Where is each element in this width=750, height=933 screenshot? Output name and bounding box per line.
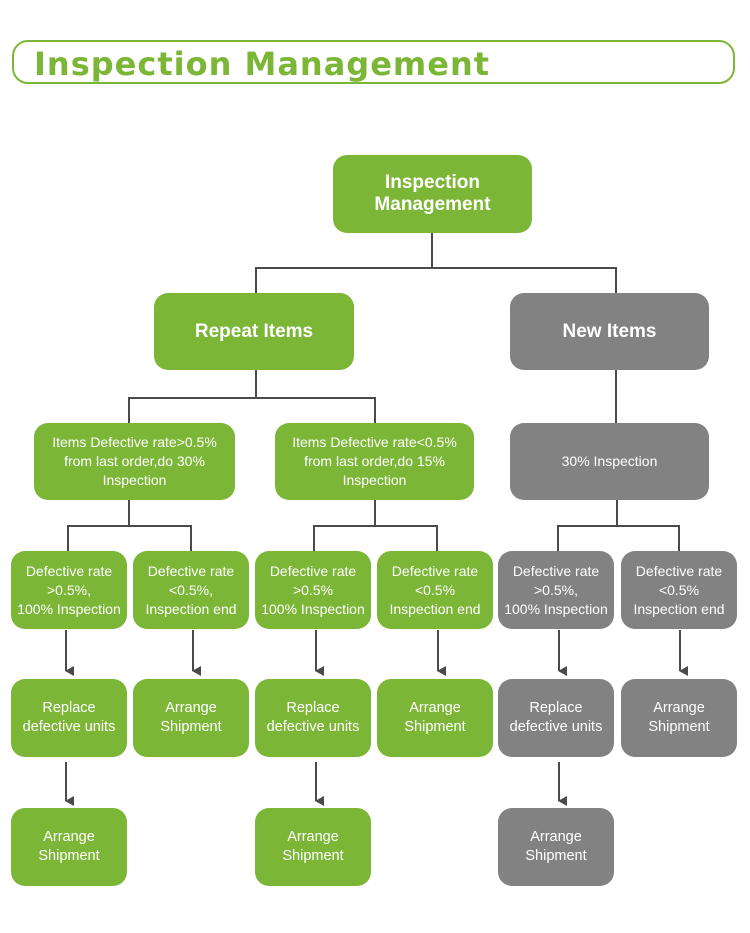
node-defective-below-15: Items Defective rate<0.5% from last orde… bbox=[275, 423, 474, 500]
connector-root-branches bbox=[255, 233, 617, 293]
node-label: Defective rate >0.5%, 100% Inspection bbox=[17, 562, 121, 617]
node-label: Items Defective rate<0.5% from last orde… bbox=[292, 434, 457, 488]
node-label: Replace defective units bbox=[266, 700, 360, 735]
node-label: Replace defective units bbox=[22, 700, 116, 735]
connector-repeat-children bbox=[128, 370, 376, 423]
node-arrange-shipment-1: Arrange Shipment bbox=[133, 679, 249, 757]
node-arrange-shipment-3: Arrange Shipment bbox=[621, 679, 737, 757]
node-label: Defective rate <0.5% Inspection end bbox=[633, 562, 725, 617]
node-outcome-new-low: Defective rate <0.5% Inspection end bbox=[621, 551, 737, 629]
connector-repeat-above-children bbox=[67, 500, 192, 551]
node-outcome-new-high: Defective rate >0.5%, 100% Inspection bbox=[498, 551, 614, 629]
node-label: Defective rate >0.5% 100% Inspection bbox=[261, 562, 365, 617]
node-label: Arrange Shipment bbox=[525, 829, 587, 864]
node-repeat-items: Repeat Items bbox=[154, 293, 354, 370]
node-replace-defective-3: Replace defective units bbox=[498, 679, 614, 757]
node-label: Repeat Items bbox=[194, 320, 314, 342]
node-outcome-repeat-below-high: Defective rate >0.5% 100% Inspection bbox=[255, 551, 371, 629]
node-arrange-shipment-2: Arrange Shipment bbox=[377, 679, 493, 757]
node-outcome-repeat-above-high: Defective rate >0.5%, 100% Inspection bbox=[11, 551, 127, 629]
node-label: Inspection Management bbox=[374, 172, 491, 215]
page-title: Inspection Management bbox=[34, 45, 491, 83]
node-replace-defective-2: Replace defective units bbox=[255, 679, 371, 757]
node-new-items: New Items bbox=[510, 293, 709, 370]
node-label: Arrange Shipment bbox=[404, 700, 466, 735]
node-label: 30% Inspection bbox=[561, 453, 658, 469]
node-label: Arrange Shipment bbox=[160, 700, 222, 735]
node-new-30-inspection: 30% Inspection bbox=[510, 423, 709, 500]
node-label: Items Defective rate>0.5% from last orde… bbox=[52, 434, 217, 488]
node-outcome-repeat-above-low: Defective rate <0.5%, Inspection end bbox=[133, 551, 249, 629]
node-label: Defective rate >0.5%, 100% Inspection bbox=[504, 562, 608, 617]
node-final-shipment-1: Arrange Shipment bbox=[11, 808, 127, 886]
node-label: Defective rate <0.5% Inspection end bbox=[389, 562, 481, 617]
node-outcome-repeat-below-low: Defective rate <0.5% Inspection end bbox=[377, 551, 493, 629]
node-replace-defective-1: Replace defective units bbox=[11, 679, 127, 757]
node-final-shipment-2: Arrange Shipment bbox=[255, 808, 371, 886]
connector-new-inspection-children bbox=[557, 500, 680, 551]
node-defective-above-30: Items Defective rate>0.5% from last orde… bbox=[34, 423, 235, 500]
node-label: Arrange Shipment bbox=[282, 829, 344, 864]
node-label: Arrange Shipment bbox=[648, 700, 710, 735]
node-label: Defective rate <0.5%, Inspection end bbox=[145, 562, 237, 617]
node-label: New Items bbox=[562, 320, 657, 342]
connector-repeat-below-children bbox=[313, 500, 438, 551]
node-final-shipment-3: Arrange Shipment bbox=[498, 808, 614, 886]
node-inspection-management: Inspection Management bbox=[333, 155, 532, 233]
node-label: Replace defective units bbox=[509, 700, 603, 735]
node-label: Arrange Shipment bbox=[38, 829, 100, 864]
page-header: Inspection Management bbox=[12, 40, 735, 84]
